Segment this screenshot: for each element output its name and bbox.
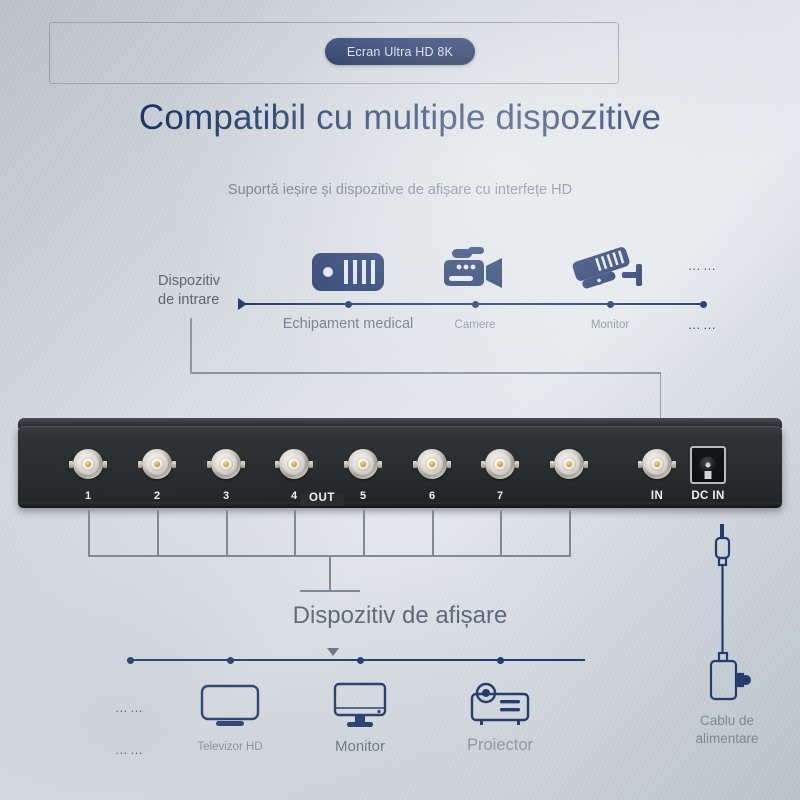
- out-port-2[interactable]: [138, 446, 176, 482]
- cctv-camera-icon: [568, 244, 652, 297]
- fan-drop-2: [157, 510, 159, 556]
- display-node-3: [357, 656, 364, 664]
- fan-stem: [329, 555, 331, 591]
- out-port-label-4: 4: [290, 490, 298, 502]
- out-port-8[interactable]: [550, 446, 588, 482]
- display-marker-triangle-icon: [327, 648, 339, 656]
- dc-in-label: DC IN: [691, 490, 725, 502]
- device-top-edge: [18, 418, 782, 428]
- fan-drop-8: [569, 510, 571, 556]
- display-section-title: Dispozitiv de afișare: [292, 602, 508, 629]
- fan-drop-5: [363, 510, 365, 556]
- badge-label: Ecran Ultra HD 8K: [346, 44, 454, 59]
- page-title: Compatibil cu multiple dispozitive: [138, 98, 662, 137]
- out-port-6[interactable]: [413, 446, 451, 482]
- out-group-label: OUT: [308, 492, 336, 504]
- badge-ultra-hd: Ecran Ultra HD 8K: [325, 38, 475, 65]
- tv-icon: [200, 684, 260, 735]
- input-label-monitor: Monitor: [590, 319, 630, 331]
- power-cable-label: Cablu de alimentare: [662, 712, 792, 748]
- fan-stem-base: [300, 590, 360, 592]
- in-port[interactable]: [638, 446, 676, 482]
- page-subtitle: Suportă ieșire și dispozitive de afișare…: [227, 182, 573, 198]
- input-route-vertical-left: [190, 318, 192, 373]
- input-ellipsis-top-icon: ……: [687, 258, 719, 273]
- fan-drop-7: [500, 510, 502, 556]
- input-node-4: [700, 300, 707, 308]
- fan-drop-4: [294, 510, 296, 556]
- display-node-2: [227, 656, 234, 664]
- monitor-icon: [333, 682, 387, 735]
- input-side-label-line2: de intrare: [158, 292, 220, 308]
- out-group-frame: [49, 22, 619, 84]
- input-label-medical: Echipament medical: [282, 316, 414, 332]
- display-label-monitor: Monitor: [334, 738, 386, 755]
- input-arrow-icon: [238, 298, 247, 310]
- input-side-label-line1: Dispozitiv: [158, 273, 221, 289]
- input-node-3: [607, 300, 614, 308]
- out-port-label-3: 3: [222, 490, 230, 502]
- fan-drop-6: [432, 510, 434, 556]
- display-ellipsis-bottom-icon: ……: [114, 742, 146, 757]
- out-label-mask: [300, 494, 344, 506]
- power-cable-label-line1: Cablu de: [699, 713, 755, 728]
- out-port-1[interactable]: [69, 446, 107, 482]
- fan-drop-1: [88, 510, 90, 556]
- dc-in-jack[interactable]: [690, 446, 726, 484]
- out-port-3[interactable]: [207, 446, 245, 482]
- out-port-7[interactable]: [481, 446, 519, 482]
- out-port-label-6: 6: [428, 490, 436, 502]
- power-cable-label-line2: alimentare: [695, 731, 759, 746]
- display-label-tv: Televizor HD: [197, 741, 263, 753]
- input-ellipsis-bottom-icon: ……: [687, 317, 719, 332]
- camcorder-icon: [442, 246, 508, 297]
- input-node-2: [472, 300, 479, 308]
- power-adapter-icon: [690, 522, 760, 712]
- input-label-camera: Camere: [454, 319, 496, 331]
- input-side-label: Dispozitiv de intrare: [158, 272, 250, 310]
- input-node-1: [345, 300, 352, 308]
- out-port-4[interactable]: [275, 446, 313, 482]
- out-port-5[interactable]: [344, 446, 382, 482]
- display-node-4: [497, 656, 504, 664]
- display-timeline: [127, 659, 585, 661]
- out-port-label-1: 1: [84, 490, 92, 502]
- display-ellipsis-top-icon: ……: [114, 700, 146, 715]
- out-port-label-5: 5: [359, 490, 367, 502]
- out-port-label-2: 2: [153, 490, 161, 502]
- display-node-1: [127, 656, 134, 664]
- medical-equipment-icon: [312, 253, 384, 296]
- out-port-label-7: 7: [496, 490, 504, 502]
- input-route-vertical-right: [659, 372, 661, 446]
- projector-icon: [467, 680, 533, 735]
- display-label-projector: Proiector: [466, 736, 534, 754]
- in-port-label: IN: [650, 490, 664, 502]
- fan-drop-3: [226, 510, 228, 556]
- input-route-horizontal: [190, 372, 661, 374]
